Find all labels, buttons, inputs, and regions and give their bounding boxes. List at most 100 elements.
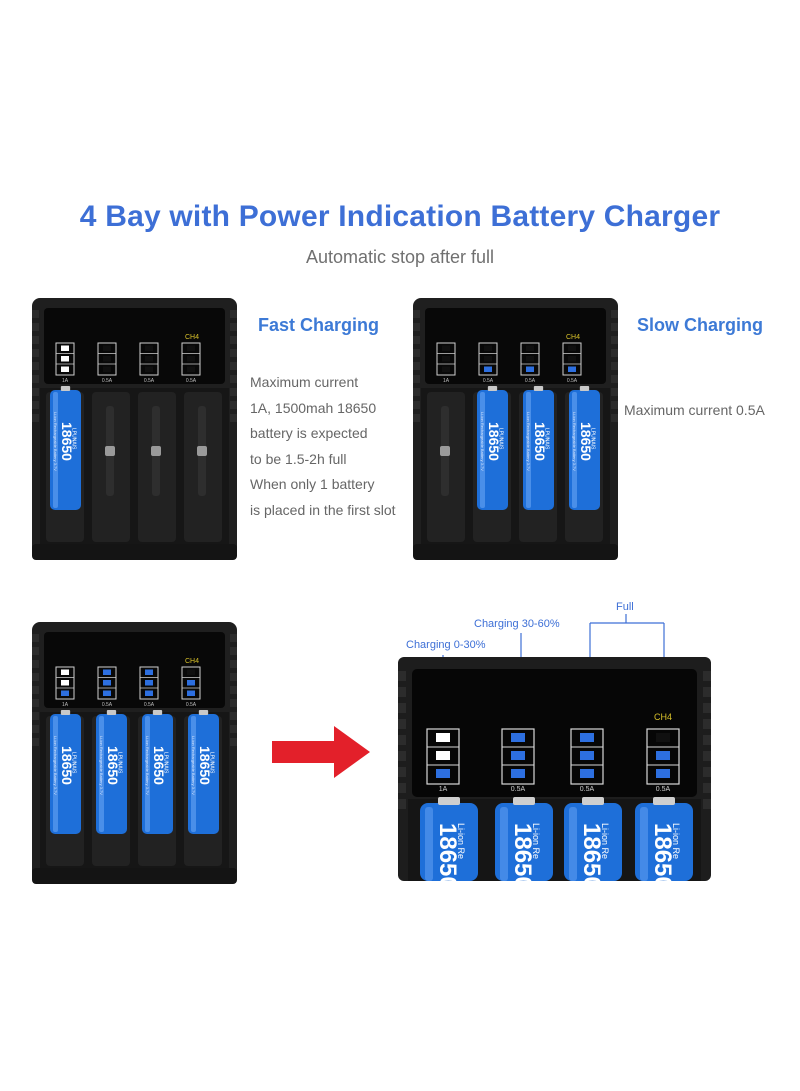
slot-current-label: 0.5A xyxy=(511,786,526,793)
led-indicator-icon xyxy=(181,666,201,700)
page-title: 4 Bay with Power Indication Battery Char… xyxy=(79,200,721,233)
battery-brand-label: LPUNAIS xyxy=(589,428,595,450)
led-indicator-icon xyxy=(570,728,604,785)
battery-brand-label: LPUNAIS xyxy=(70,428,76,450)
led-indicator-icon xyxy=(97,342,117,376)
slot-current-label: 0.5A xyxy=(186,378,197,384)
slot-current-label: 0.5A xyxy=(580,786,595,793)
charger-base xyxy=(32,868,237,884)
battery-type-label: Li-ion Rechargeable Battery 3.7V xyxy=(572,412,577,471)
slot-current-label: 0.5A xyxy=(102,702,113,708)
channel-label: CH4 xyxy=(185,658,199,665)
channel-label: CH4 xyxy=(566,334,580,341)
slot-current-label: 0.5A xyxy=(483,378,494,384)
slot-current-label: 0.5A xyxy=(525,378,536,384)
battery-model-label: 18650 xyxy=(486,422,502,461)
desc-line: 1A, 1500mah 18650 xyxy=(250,399,377,416)
slow-charging-title: Slow Charging xyxy=(637,315,763,335)
fast-charging-title: Fast Charging xyxy=(258,315,380,335)
battery-model-label: 18650 xyxy=(105,746,121,785)
battery-type-label: Li-ion Rechargeable Battery 3.7V xyxy=(191,736,196,795)
battery-model-label: 18650 xyxy=(509,823,536,881)
battery-model-label: 18650 xyxy=(151,746,167,785)
desc-line: battery is expected xyxy=(250,425,368,441)
fast-charging-description: Maximum current 1A, 1500mah 18650 batter… xyxy=(250,370,420,523)
slow-charging-description: Maximum current 0.5A xyxy=(624,402,765,418)
led-indicator-icon xyxy=(181,342,201,376)
page-subtitle: Automatic stop after full xyxy=(305,247,495,267)
display-panel xyxy=(44,632,225,708)
display-panel xyxy=(425,308,606,384)
battery-type-label: Li-ion Rechargeable Battery 3.7V xyxy=(480,412,485,471)
channel-label: CH4 xyxy=(185,334,199,341)
led-indicator-icon xyxy=(501,728,535,785)
slot-current-label: 0.5A xyxy=(144,378,155,384)
battery-type-label: Li-ion Re xyxy=(531,823,541,859)
battery-model-label: 18650 xyxy=(578,422,594,461)
battery-model-label: 18650 xyxy=(197,746,213,785)
led-indicator-icon xyxy=(426,728,460,785)
red-arrow-icon xyxy=(272,726,370,778)
battery-model-label: 18650 xyxy=(578,823,605,881)
slot-current-label: 0.5A xyxy=(567,378,578,384)
slot-contact xyxy=(440,446,450,456)
battery-model-label: 18650 xyxy=(649,823,676,881)
led-indicator-icon xyxy=(436,342,456,376)
zoom-display-panel xyxy=(412,669,697,797)
battery-brand-label: LPUNAIS xyxy=(208,752,214,774)
annotation-charging-low: Charging 0-30% xyxy=(406,639,486,651)
battery-model-label: 18650 xyxy=(532,422,548,461)
slot-contact xyxy=(151,446,161,456)
battery-type-label: Li-ion Rechargeable Battery 3.7V xyxy=(53,736,58,795)
slot-current-label: 0.5A xyxy=(656,786,671,793)
battery-type-label: Li-ion Rechargeable Battery 3.7V xyxy=(53,412,58,471)
battery-brand-label: LPUNAIS xyxy=(70,752,76,774)
slot-current-label: 1A xyxy=(62,378,69,384)
led-indicator-icon xyxy=(55,342,75,376)
slot-current-label: 0.5A xyxy=(144,702,155,708)
desc-line: Maximum current xyxy=(250,374,359,390)
led-indicator-icon xyxy=(139,666,159,700)
battery-type-label: Li-ion Re xyxy=(671,823,681,859)
led-indicator-icon xyxy=(478,342,498,376)
desc-line: to be 1.5-2h full xyxy=(250,450,347,467)
battery-brand-label: LPUNAIS xyxy=(162,752,168,774)
led-indicator-icon xyxy=(97,666,117,700)
battery-type-label: Li-ion Re xyxy=(456,823,466,859)
desc-line: When only 1 battery xyxy=(250,476,375,492)
battery-model-label: 18650 xyxy=(59,746,75,785)
slot-contact xyxy=(197,446,207,456)
led-indicator-icon xyxy=(55,666,75,700)
battery-brand-label: LPUNAIS xyxy=(116,752,122,774)
channel-label: CH4 xyxy=(654,712,672,722)
slot-current-label: 1A xyxy=(439,786,448,793)
battery-brand-label: LPUNAIS xyxy=(543,428,549,450)
battery-type-label: Li-ion Re xyxy=(600,823,610,859)
battery-brand-label: LPUNAIS xyxy=(497,428,503,450)
battery-model-label: 18650 xyxy=(434,823,461,881)
desc-line: is placed in the first slot xyxy=(250,501,396,518)
charger-base xyxy=(32,544,237,560)
battery-type-label: Li-ion Rechargeable Battery 3.7V xyxy=(99,736,104,795)
battery-type-label: Li-ion Rechargeable Battery 3.7V xyxy=(145,736,150,795)
display-panel xyxy=(44,308,225,384)
slot-current-label: 1A xyxy=(443,378,450,384)
charger-base xyxy=(413,544,618,560)
